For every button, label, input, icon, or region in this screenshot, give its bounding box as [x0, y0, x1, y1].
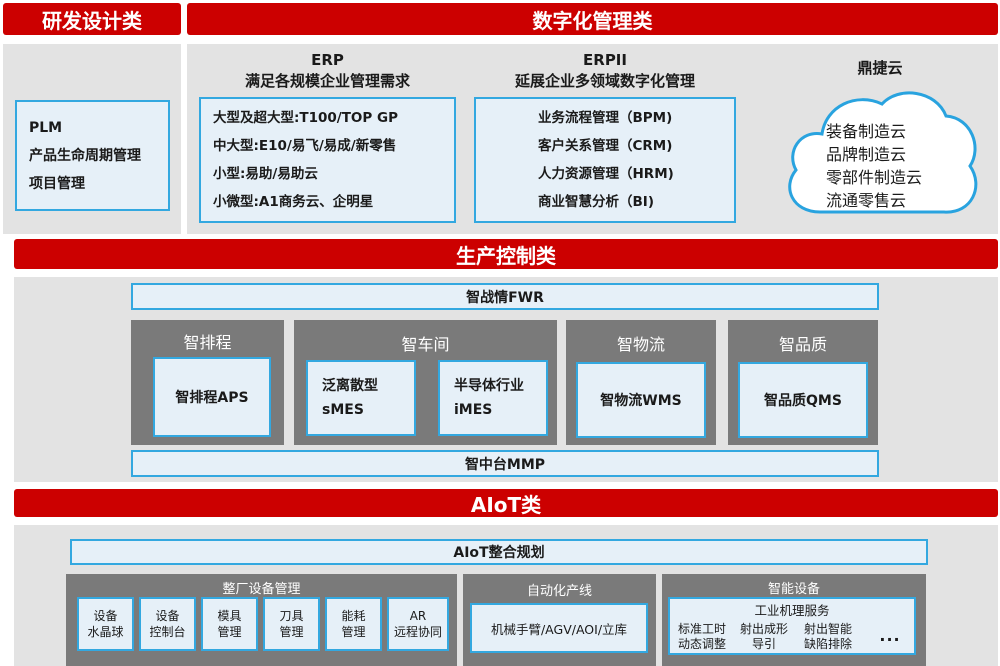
factory-item-line: 能耗 — [341, 609, 366, 623]
smart-title: 智能设备 — [767, 581, 820, 597]
auto-label: 机械手臂/AGV/AOI/立库 — [490, 621, 628, 637]
wms-box: 智物流WMS — [576, 362, 706, 438]
cloud-item: 流通零售云 — [826, 191, 907, 210]
erp-box: 大型及超大型:T100/TOP GP 中大型:E10/易飞/易成/新零售 小型:… — [199, 97, 456, 223]
factory-item-crystal-ball: 设备 水晶球 — [77, 597, 134, 651]
prod-title: 生产控制类 — [456, 243, 556, 268]
smart-service-label: 工业机理服务 — [754, 602, 830, 618]
rd-header: 研发设计类 — [3, 3, 181, 35]
dm-title: 数字化管理类 — [532, 8, 653, 33]
erpii-desc: 延展企业多领域数字化管理 — [514, 71, 695, 90]
wms-title: 智物流 — [616, 335, 665, 354]
aiot-header: AIoT类 — [14, 489, 998, 517]
erp-item: 大型及超大型:T100/TOP GP — [213, 110, 398, 126]
cloud-list: 装备制造云 品牌制造云 零部件制造云 流通零售云 — [826, 118, 956, 214]
erpii-item: 人力资源管理（HRM) — [538, 166, 674, 182]
erp-desc: 满足各规模企业管理需求 — [244, 71, 410, 90]
qms-title: 智品质 — [778, 335, 827, 354]
aiot-plan-label: AIoT整合规划 — [453, 545, 545, 561]
plm-label: PLM — [29, 119, 63, 136]
smart-item-line: 动态调整 — [677, 637, 726, 651]
aiot-title: AIoT类 — [470, 492, 542, 517]
smart-box — [668, 597, 916, 655]
erp-name: ERP — [311, 51, 344, 69]
erpii-item: 业务流程管理（BPM) — [538, 110, 673, 126]
factory-item-line: 管理 — [341, 625, 366, 639]
plm-box: PLM 产品生命周期管理 项目管理 — [15, 100, 170, 211]
smes-line: 泛离散型 — [322, 378, 378, 394]
fwr-bar: 智战情FWR — [131, 283, 879, 310]
dm-header: 数字化管理类 — [187, 3, 998, 35]
mes-title: 智车间 — [401, 335, 450, 354]
factory-item-energy: 能耗 管理 — [325, 597, 382, 651]
factory-item-tool: 刀具 管理 — [263, 597, 320, 651]
factory-item-line: 管理 — [217, 625, 242, 639]
smart-item-line: 射出智能 — [803, 622, 852, 636]
factory-title: 整厂设备管理 — [222, 581, 301, 597]
erpii-box: 业务流程管理（BPM) 客户关系管理（CRM) 人力资源管理（HRM) 商业智慧… — [474, 97, 736, 223]
factory-item-console: 设备 控制台 — [139, 597, 196, 651]
erpii-name: ERPII — [583, 51, 627, 69]
factory-item-line: 水晶球 — [87, 625, 124, 639]
smes-line: sMES — [322, 402, 364, 418]
imes-line: 半导体行业 — [454, 378, 524, 394]
fwr-label: 智战情FWR — [466, 289, 544, 306]
imes-line: iMES — [454, 402, 493, 418]
smart-item-line: 标准工时 — [677, 622, 726, 636]
cloud-item: 装备制造云 — [826, 122, 907, 141]
cloud-item: 品牌制造云 — [826, 145, 907, 164]
aiot-plan-bar: AIoT整合规划 — [70, 539, 928, 565]
factory-item-line: 设备 — [93, 609, 118, 623]
rd-title: 研发设计类 — [42, 8, 142, 33]
factory-item-line: 管理 — [279, 625, 304, 639]
erp-item: 小微型:A1商务云、企明星 — [213, 194, 374, 210]
smart-item-line: 缺陷排除 — [803, 637, 852, 651]
auto-box: 机械手臂/AGV/AOI/立库 — [470, 603, 648, 653]
auto-title: 自动化产线 — [526, 583, 592, 599]
factory-item-line: 模具 — [217, 609, 242, 623]
prod-header: 生产控制类 — [14, 239, 998, 269]
qms-label: 智品质QMS — [764, 393, 842, 409]
smart-item: 射出成形 导引 — [734, 620, 794, 654]
smart-item: 标准工时 动态调整 — [672, 620, 732, 654]
factory-item-ar: AR 远程协同 — [387, 597, 449, 651]
qms-box: 智品质QMS — [738, 362, 868, 438]
more-ellipsis: ... — [879, 625, 901, 645]
cloud-shape — [788, 91, 978, 214]
aps-box: 智排程APS — [153, 357, 271, 437]
factory-item-line: 刀具 — [279, 609, 304, 623]
factory-item-line: 控制台 — [149, 625, 186, 639]
cloud-item: 零部件制造云 — [826, 168, 923, 187]
project-mgmt-label: 项目管理 — [29, 175, 85, 192]
smart-item-line: 导引 — [751, 637, 776, 651]
factory-item-line: AR — [409, 609, 427, 623]
erpii-item: 客户关系管理（CRM) — [538, 138, 673, 154]
mmp-bar: 智中台MMP — [131, 450, 879, 477]
aps-label: 智排程APS — [175, 390, 249, 406]
factory-item-line: 设备 — [155, 609, 180, 623]
smart-item-line: 射出成形 — [739, 622, 788, 636]
aps-title: 智排程 — [183, 333, 232, 352]
imes-box: 半导体行业 iMES — [438, 360, 548, 436]
mmp-label: 智中台MMP — [464, 456, 546, 473]
factory-item-line: 远程协同 — [393, 625, 442, 639]
erp-item: 小型:易助/易助云 — [213, 166, 318, 182]
erp-item: 中大型:E10/易飞/易成/新零售 — [213, 138, 397, 154]
wms-label: 智物流WMS — [600, 393, 682, 409]
smart-item: 射出智能 缺陷排除 — [797, 620, 859, 654]
smes-box: 泛离散型 sMES — [306, 360, 416, 436]
factory-item-mold: 模具 管理 — [201, 597, 258, 651]
cloud-name: 鼎捷云 — [857, 58, 903, 77]
erpii-item: 商业智慧分析（BI) — [538, 194, 654, 210]
plm-desc: 产品生命周期管理 — [29, 147, 141, 164]
